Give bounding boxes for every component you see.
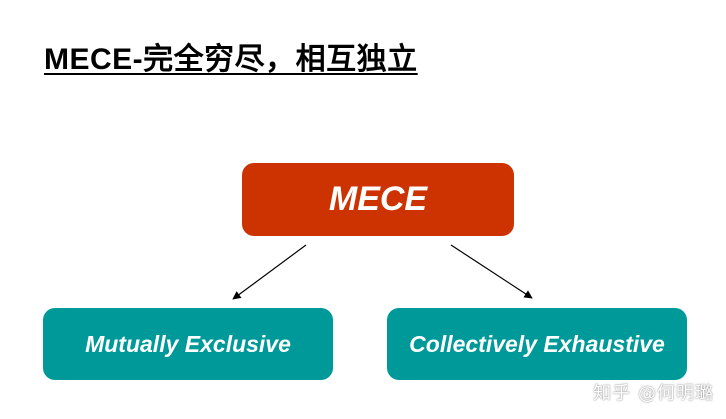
arrow-to-left-box <box>232 244 307 300</box>
collectively-exhaustive-box: Collectively Exhaustive <box>387 308 687 380</box>
mece-root-label: MECE <box>328 180 428 218</box>
mece-root-box: MECE <box>242 163 514 236</box>
arrow-to-right-box <box>450 244 533 299</box>
mutually-exclusive-label: Mutually Exclusive <box>85 330 291 357</box>
mutually-exclusive-box: Mutually Exclusive <box>43 308 333 380</box>
page-title: MECE-完全穷尽，相互独立 <box>44 43 418 76</box>
collectively-exhaustive-label: Collectively Exhaustive <box>409 330 665 357</box>
watermark: 知乎 @何明璐 <box>593 383 714 404</box>
